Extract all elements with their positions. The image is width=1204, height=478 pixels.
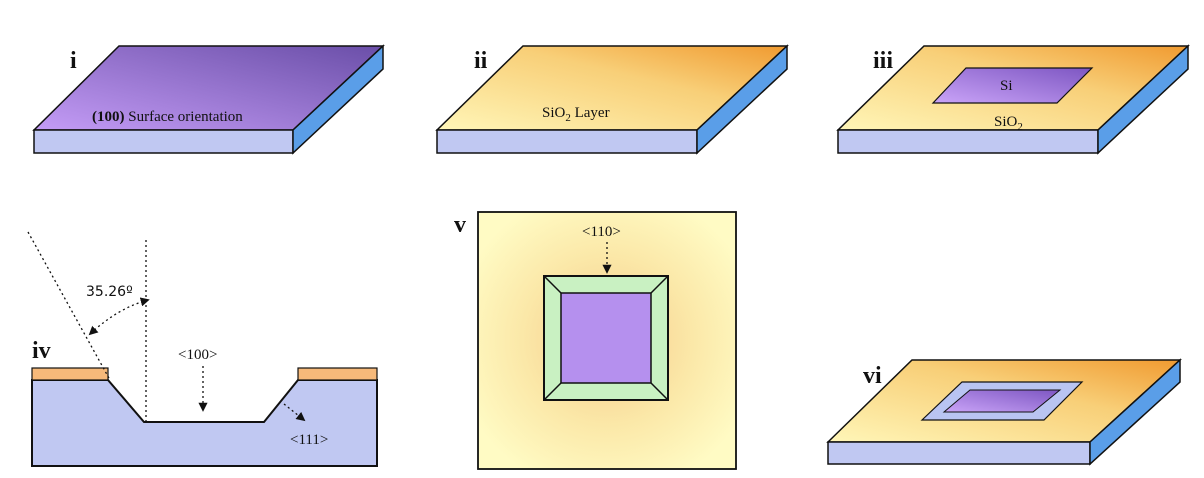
panel-label-iv: iv	[32, 338, 51, 364]
etch-pit-bottom	[560, 292, 652, 384]
panel-i: i (100) Surface orientation	[32, 44, 385, 155]
panel-label-ii: ii	[474, 48, 488, 74]
etched-substrate-cross-section	[31, 379, 378, 467]
direction-100-label: <100>	[178, 347, 217, 363]
panel-iv: 35.26º <100> <111> iv	[27, 231, 378, 467]
panel-label-iii: iii	[873, 48, 893, 74]
panel-vi: vi	[826, 358, 1182, 466]
pit-corner-edge	[543, 382, 562, 401]
wafer-front-side	[436, 129, 698, 154]
angle-arc	[88, 297, 150, 336]
wafer-right-side	[1097, 44, 1189, 155]
etch-pit-floor	[942, 389, 1062, 413]
oxide-label: SiO2	[994, 114, 1023, 133]
panel-v: <110> v	[454, 211, 737, 470]
panel-label-vi: vi	[863, 363, 882, 389]
direction-110-label: <110>	[582, 224, 621, 240]
pit-corner-edge	[650, 275, 669, 294]
direction-111-label: <111>	[290, 432, 328, 448]
pit-corner-edge	[543, 275, 562, 294]
wafer-right-side	[1089, 358, 1181, 466]
wafer-front-side	[827, 441, 1091, 465]
oxide-layer-label: SiO2 Layer	[542, 105, 610, 124]
panel-iii: iii Si SiO2	[836, 44, 1190, 155]
oxide-mask-right	[297, 367, 378, 381]
wafer-right-side	[292, 44, 384, 155]
surface-orientation-label: (100) Surface orientation	[92, 109, 243, 125]
silicon-label: Si	[1000, 78, 1013, 94]
pit-corner-edge	[650, 382, 669, 401]
sidewall-extension-line	[27, 231, 111, 381]
angle-label: 35.26º	[86, 284, 133, 300]
direction-111-arrow	[283, 403, 306, 422]
panel-label-v: v	[454, 212, 466, 238]
silicon-window	[931, 67, 1094, 104]
oxide-mask-left	[31, 367, 109, 381]
wafer-right-side	[696, 44, 788, 155]
wafer-front-side	[837, 129, 1099, 154]
panel-label-i: i	[70, 48, 77, 74]
panel-ii: ii SiO2 Layer	[435, 44, 789, 155]
surface-orientation-index: (100)	[92, 109, 125, 125]
surface-orientation-text: Surface orientation	[125, 109, 244, 125]
wafer-front-side	[33, 129, 294, 154]
